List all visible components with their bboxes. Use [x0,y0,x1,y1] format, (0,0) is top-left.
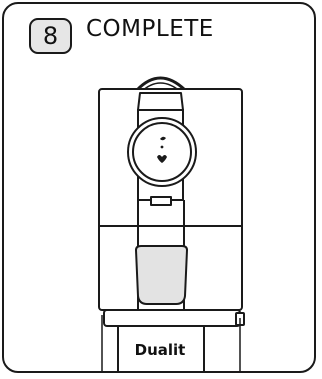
drip-tray [103,309,241,327]
brew-lid [127,117,197,187]
machine-lever [135,76,187,92]
step-number-badge: 8 [29,18,72,54]
step-number: 8 [42,22,59,50]
coffee-cup [134,245,189,305]
coffee-spout [150,196,172,206]
drip-tray-front [117,326,205,372]
brand-label: Dualit [134,341,186,359]
step-title: COMPLETE [86,16,214,42]
leaf-logo-icon [157,136,167,163]
